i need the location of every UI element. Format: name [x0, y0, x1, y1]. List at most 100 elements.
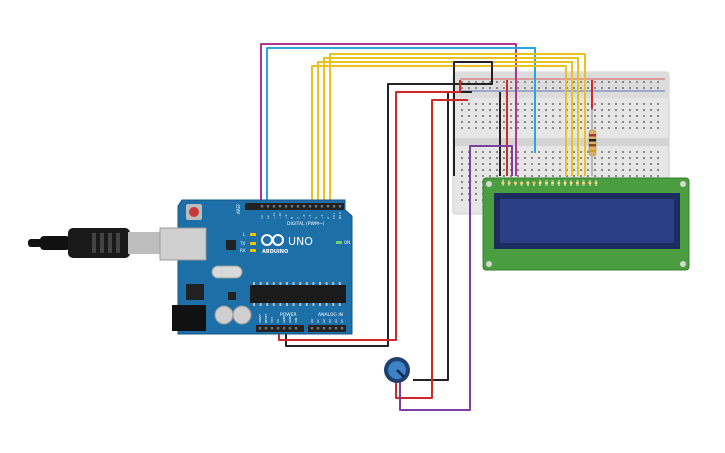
bb-hole — [629, 115, 631, 117]
bb-hole — [489, 169, 491, 171]
bb-hole — [552, 163, 554, 165]
bb-hole — [510, 103, 512, 105]
bb-hole — [615, 169, 617, 171]
rail-hole — [531, 81, 533, 83]
bb-hole — [629, 157, 631, 159]
bb-hole — [636, 103, 638, 105]
digital-pin — [260, 205, 264, 208]
bb-hole — [657, 163, 659, 165]
bb-hole — [573, 163, 575, 165]
bb-hole — [531, 121, 533, 123]
lcd-pin — [538, 181, 542, 185]
bb-hole — [503, 121, 505, 123]
lcd-pin — [520, 181, 524, 185]
digital-pin — [266, 205, 270, 208]
bb-hole — [552, 157, 554, 159]
chip-leg — [259, 303, 262, 306]
analog-pin — [328, 327, 332, 330]
bb-hole — [636, 115, 638, 117]
bb-hole — [503, 151, 505, 153]
analog-header — [308, 325, 346, 332]
bb-hole — [461, 151, 463, 153]
bb-hole — [573, 109, 575, 111]
bb-hole — [580, 169, 582, 171]
rail-hole — [622, 81, 624, 83]
bb-hole — [510, 127, 512, 129]
bb-hole — [608, 121, 610, 123]
bb-hole — [587, 121, 589, 123]
reset-button[interactable] — [189, 207, 199, 217]
bb-hole — [636, 169, 638, 171]
lcd-pin-label: DB4 — [563, 180, 567, 186]
bb-hole — [559, 175, 561, 177]
bb-hole — [594, 175, 596, 177]
rail-hole — [510, 87, 512, 89]
bb-hole — [489, 127, 491, 129]
bb-hole — [615, 115, 617, 117]
rail-hole — [552, 81, 554, 83]
bb-hole — [629, 121, 631, 123]
potentiometer[interactable] — [384, 357, 410, 383]
analog-pin — [334, 327, 338, 330]
bb-hole — [496, 163, 498, 165]
rail-hole — [517, 87, 519, 89]
bb-hole — [594, 163, 596, 165]
chip-leg — [332, 282, 335, 285]
rail-hole — [475, 81, 477, 83]
bb-hole — [517, 151, 519, 153]
chip-leg — [319, 282, 321, 285]
analog-pin-label: A5 — [340, 319, 344, 323]
rail-hole — [538, 81, 540, 83]
bb-hole — [608, 109, 610, 111]
bb-hole — [461, 109, 463, 111]
bb-hole — [615, 163, 617, 165]
digital-pin-label: ~6 — [302, 214, 306, 219]
bb-hole — [573, 151, 575, 153]
rail-hole — [608, 87, 610, 89]
bb-hole — [594, 169, 596, 171]
bb-hole — [461, 181, 463, 183]
power-header — [256, 325, 304, 332]
digital-pin-label: ~9 — [284, 214, 288, 219]
bb-hole — [650, 175, 652, 177]
bb-hole — [545, 157, 547, 159]
bb-hole — [503, 109, 505, 111]
bb-hole — [517, 163, 519, 165]
bb-hole — [524, 163, 526, 165]
bb-hole — [650, 127, 652, 129]
bb-hole — [475, 157, 477, 159]
bb-hole — [510, 109, 512, 111]
lcd-pin-label: DB1 — [544, 180, 548, 186]
bb-hole — [573, 127, 575, 129]
bb-hole — [496, 127, 498, 129]
bb-hole — [552, 169, 554, 171]
bb-hole — [580, 121, 582, 123]
bb-hole — [552, 115, 554, 117]
bb-hole — [587, 115, 589, 117]
bb-hole — [461, 127, 463, 129]
bb-hole — [517, 103, 519, 105]
mount-hole — [680, 261, 686, 267]
bb-hole — [475, 175, 477, 177]
mount-hole — [486, 181, 492, 187]
chip-leg — [286, 303, 288, 306]
chip-leg — [279, 282, 282, 285]
bb-hole — [601, 169, 603, 171]
bb-hole — [489, 151, 491, 153]
rail-hole — [489, 87, 491, 89]
crystal — [211, 265, 243, 279]
bb-hole — [482, 175, 484, 177]
rail-hole — [615, 81, 617, 83]
bb-hole — [461, 115, 463, 117]
bb-hole — [468, 127, 470, 129]
digital-pin-label: 12 — [266, 215, 270, 219]
bb-hole — [510, 115, 512, 117]
rail-hole — [538, 87, 540, 89]
usb-port — [159, 227, 207, 261]
bb-hole — [594, 157, 596, 159]
bb-hole — [622, 163, 624, 165]
bb-hole — [573, 103, 575, 105]
bb-hole — [503, 103, 505, 105]
bb-hole — [580, 127, 582, 129]
analog-pin-label: A0 — [310, 319, 314, 323]
